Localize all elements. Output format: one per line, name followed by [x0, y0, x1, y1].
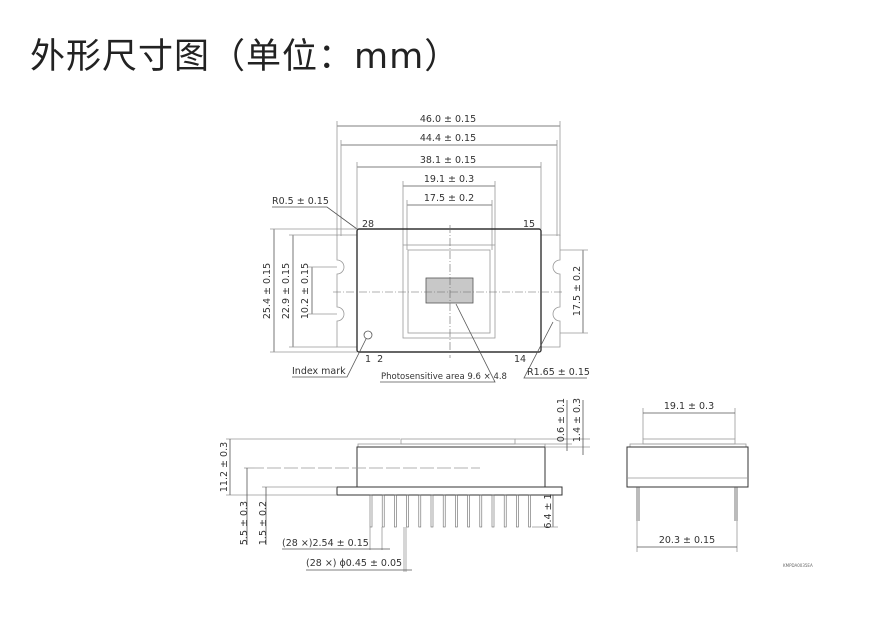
dim-38: 38.1 ± 0.15: [356, 155, 542, 229]
dim-1-5-label: 1.5 ± 0.2: [258, 501, 269, 545]
notch-radius-label: R1.65 ± 0.15: [527, 367, 590, 378]
pin: [455, 494, 458, 528]
pin-15-label: 15: [523, 219, 535, 230]
pin-28-label: 28: [362, 219, 374, 230]
pin: [394, 494, 397, 528]
side-body: [356, 446, 546, 488]
window-outer: [402, 244, 496, 339]
pin-1-2-label: 1 2: [365, 354, 383, 365]
side-lid: [400, 438, 516, 445]
photosensitive-leader: [380, 303, 496, 383]
dim-0-6-label: 0.6 ± 0.1: [556, 398, 567, 442]
drawing-code: KMPDA0035EA: [783, 563, 813, 568]
index-mark-leader: [292, 338, 367, 378]
pin: [516, 494, 519, 528]
pin: [381, 494, 385, 528]
dim-5-5-label: 5.5 ± 0.3: [239, 501, 250, 545]
dim-11-2-label: 11.2 ± 0.3: [219, 442, 230, 492]
pin: [418, 494, 422, 528]
right-tab: [541, 234, 561, 348]
dim-44: 44.4 ± 0.15: [340, 133, 558, 236]
dim-1-4-label: 1.4 ± 0.3: [572, 398, 583, 442]
pin-diameter-label: (28 ×) ϕ0.45 ± 0.05: [306, 558, 402, 569]
dim-10-label: 10.2 ± 0.15: [300, 263, 311, 319]
pin: [430, 494, 434, 528]
package-body: [356, 228, 542, 353]
photosensitive-area-label: Photosensitive area 9.6 × 4.8: [381, 372, 507, 382]
photosensitive-area: [425, 277, 474, 304]
dim-46-label: 46.0 ± 0.15: [420, 114, 476, 125]
pin: [406, 494, 409, 528]
corner-radius-leader: [272, 206, 358, 230]
pin: [503, 494, 507, 528]
pin: [491, 494, 495, 528]
end-body: [626, 446, 749, 488]
dim-25-label: 25.4 ± 0.15: [262, 263, 273, 319]
dim-19: 19.1 ± 0.3: [402, 174, 496, 245]
side-pins: [369, 494, 531, 528]
dim-17: 17.5 ± 0.2: [406, 193, 493, 250]
index-mark-label: Index mark: [292, 366, 346, 377]
dim-44-label: 44.4 ± 0.15: [420, 133, 476, 144]
dim-17-label: 17.5 ± 0.2: [424, 193, 474, 204]
side-flange: [336, 486, 563, 496]
pin: [479, 494, 483, 528]
dim-17-vertical-label: 17.5 ± 0.2: [572, 266, 583, 316]
page-title: 外形尺寸图（单位：mm）: [30, 37, 461, 77]
dim-6-4-label: 6.4 ± 1: [543, 493, 554, 528]
top-view: 46.0 ± 0.15 44.4 ± 0.15 38.1 ± 0.15 19.1…: [262, 114, 590, 383]
dim-38-label: 38.1 ± 0.15: [420, 155, 476, 166]
end-view: 19.1 ± 0.3 20.3 ± 0.15: [626, 401, 749, 552]
left-tab: [336, 234, 357, 348]
pin: [528, 494, 531, 528]
pin-14-label: 14: [514, 354, 526, 365]
index-mark-icon: [363, 330, 373, 340]
dim-46: 46.0 ± 0.15: [336, 114, 561, 236]
pin: [369, 494, 373, 528]
side-view: 11.2 ± 0.3 5.5 ± 0.3 1.5 ± 0.2 0.6 ± 0.1…: [219, 398, 590, 572]
end-lid: [642, 438, 736, 445]
notch-radius-leader: [523, 321, 587, 379]
dim-22-label: 22.9 ± 0.15: [281, 263, 292, 319]
corner-radius-label: R0.5 ± 0.15: [272, 196, 329, 207]
pin: [467, 494, 470, 528]
dim-20-3-label: 20.3 ± 0.15: [659, 535, 715, 546]
pin: [442, 494, 446, 528]
window-inner: [407, 249, 491, 334]
dim-19-label: 19.1 ± 0.3: [424, 174, 474, 185]
dim-19-1-end-label: 19.1 ± 0.3: [664, 401, 714, 412]
pin-pitch-label: (28 ×)2.54 ± 0.15: [282, 538, 369, 549]
